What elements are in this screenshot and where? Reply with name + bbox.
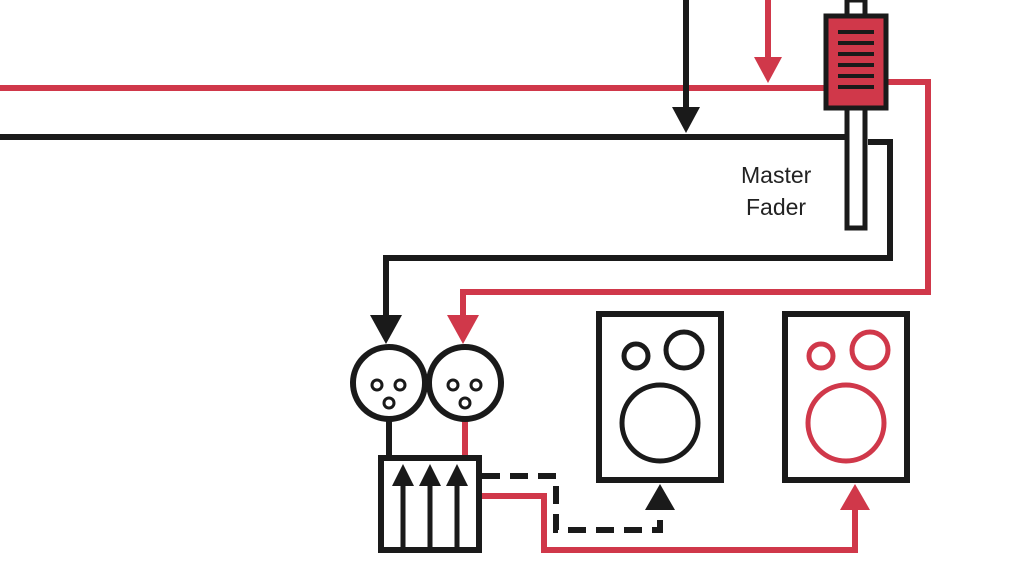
master-fader-label-line1: Master	[741, 162, 812, 188]
arrow-red-xlr	[447, 315, 479, 344]
arrow-black-feed	[672, 107, 700, 133]
black-output-line	[383, 139, 893, 318]
signal-lines	[0, 0, 931, 553]
arrowheads	[370, 57, 870, 510]
xlr-pin	[458, 396, 472, 410]
fader-slot	[844, 105, 868, 231]
dashed-speaker-line	[482, 473, 663, 533]
audio-interface	[378, 455, 482, 553]
arrow-dashed-speaker	[645, 484, 675, 510]
xlr-pin	[469, 378, 483, 392]
red-output-line	[460, 79, 931, 318]
fader-cap	[823, 13, 889, 111]
speaker-left	[596, 311, 724, 483]
woofer	[805, 382, 887, 464]
fader-cap-grip	[838, 30, 874, 89]
speaker-right	[782, 311, 910, 483]
tweeter-small	[806, 341, 836, 371]
xlr-connector-right	[426, 344, 504, 422]
arrow-black-xlr	[370, 315, 402, 344]
tweeter-large	[849, 329, 891, 371]
xlr-pin	[393, 378, 407, 392]
tweeter-large	[663, 329, 705, 371]
xlr-pin	[370, 378, 384, 392]
master-fader-label-line2: Fader	[746, 194, 806, 220]
tweeter-small	[621, 341, 651, 371]
interface-arrowheads	[392, 464, 468, 486]
xlr-pin	[446, 378, 460, 392]
red-speaker-line	[482, 493, 858, 553]
arrow-red-speaker	[840, 484, 870, 510]
xlr-connector-left	[350, 344, 428, 422]
arrow-red-feed	[754, 57, 782, 83]
master-fader: Master Fader	[741, 0, 889, 231]
xlr-pin	[382, 396, 396, 410]
interface-arrows	[400, 478, 460, 548]
woofer	[619, 382, 701, 464]
